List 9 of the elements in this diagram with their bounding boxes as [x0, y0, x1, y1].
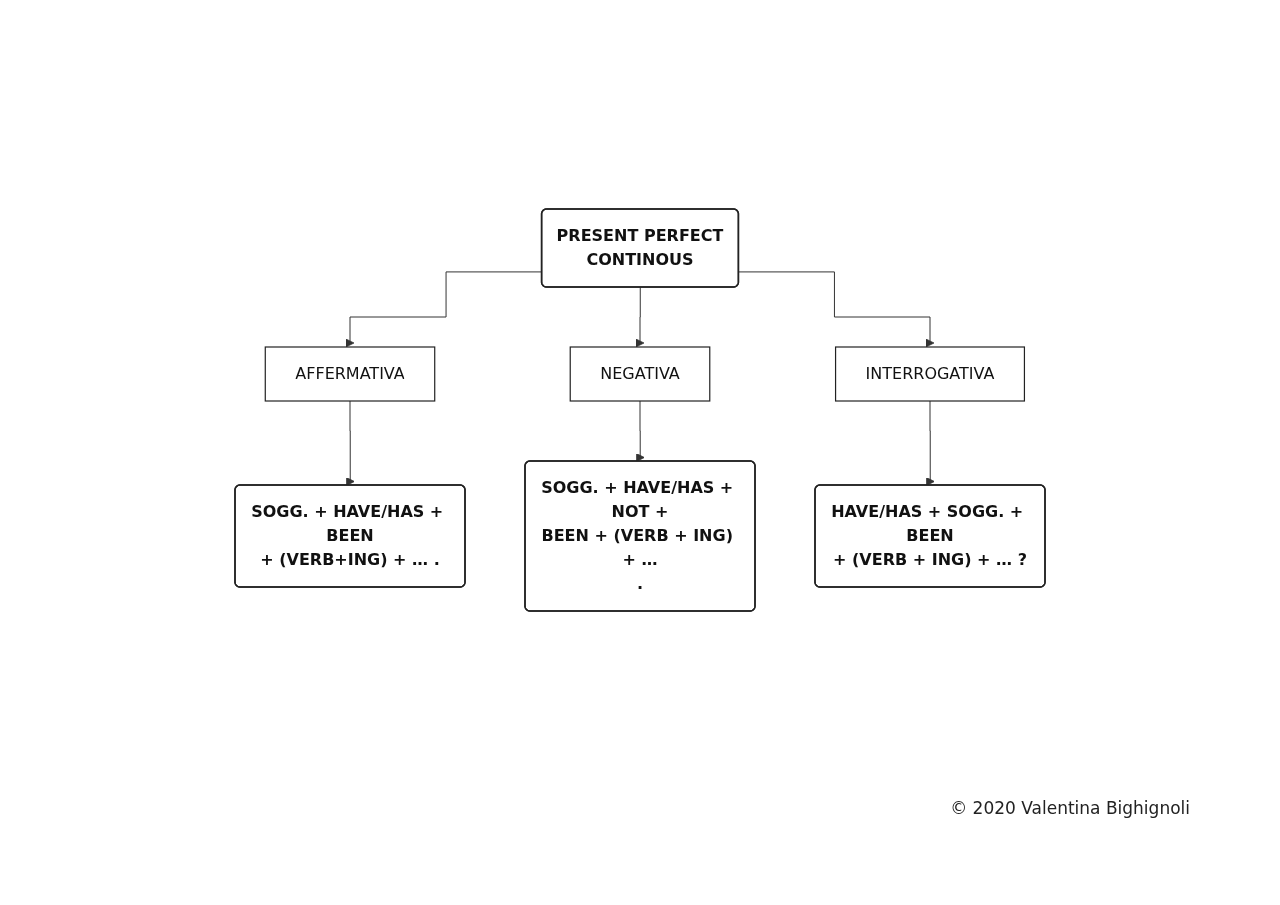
- arrow: [635, 287, 645, 348]
- node-box: INTERROGATIVA: [834, 346, 1026, 402]
- node-box: NEGATIVA: [569, 346, 711, 402]
- arrow: [738, 271, 935, 348]
- node-box: AFFERMATIVA: [264, 346, 436, 402]
- arrow: [346, 400, 355, 486]
- copyright-note: © 2020 Valentina Bighignoli: [950, 798, 1190, 818]
- arrow: [636, 400, 645, 462]
- arrow: [926, 400, 935, 486]
